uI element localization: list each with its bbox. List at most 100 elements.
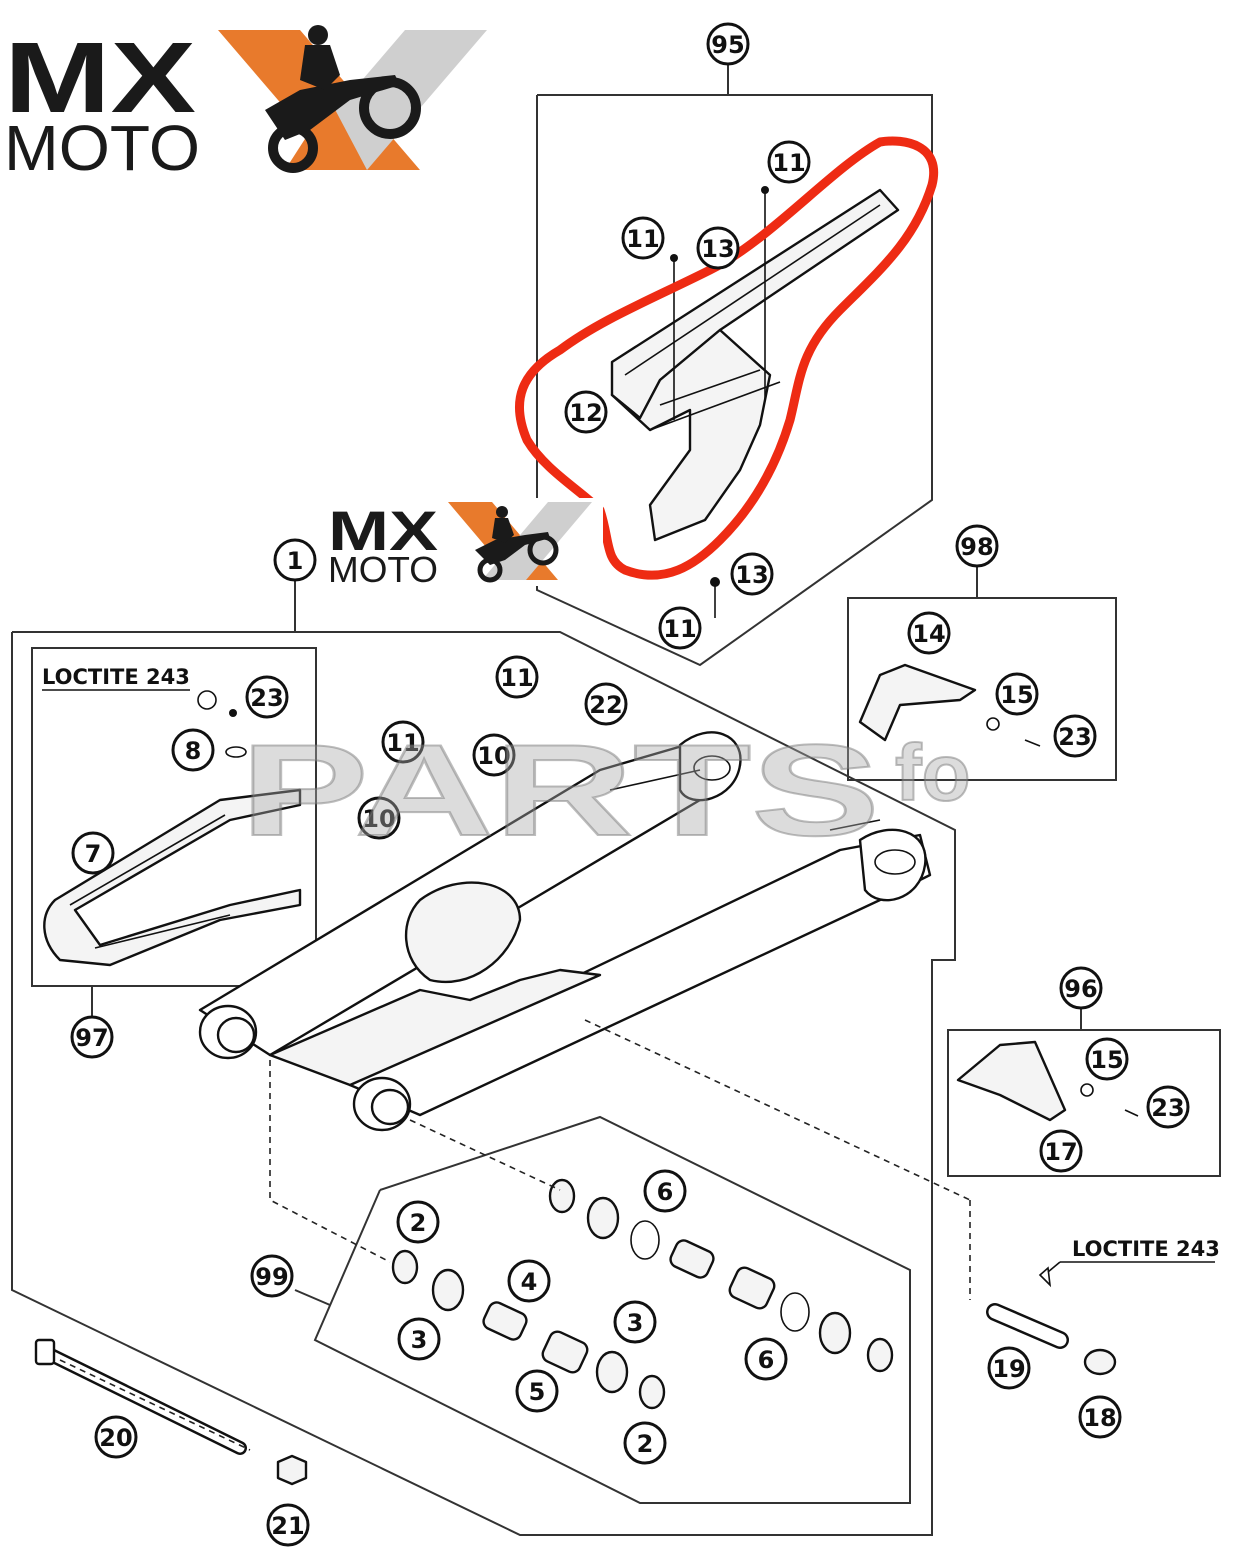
svg-text:12: 12: [569, 399, 602, 427]
svg-text:6: 6: [657, 1178, 674, 1206]
callout-23: 23: [245, 675, 289, 719]
motocross-rider-icon: [475, 506, 559, 583]
loctite-note-left: LOCTITE 243: [42, 665, 190, 689]
mx-moto-logo-top: MX MOTO: [0, 20, 498, 184]
svg-text:20: 20: [99, 1424, 132, 1452]
callout-97: 97: [70, 1015, 114, 1059]
callout-15: 15: [995, 672, 1039, 716]
svg-text:98: 98: [960, 533, 993, 561]
svg-text:23: 23: [250, 684, 283, 712]
mx-moto-logo-center: MX MOTO: [325, 498, 603, 590]
pivot-axle-part: [34, 1338, 247, 1455]
callout-3: 3: [397, 1317, 441, 1361]
callout-11: 11: [495, 655, 539, 699]
nut-part: [276, 1454, 308, 1486]
callout-99: 99: [250, 1254, 294, 1298]
svg-text:14: 14: [912, 620, 945, 648]
callout-19: 19: [987, 1346, 1031, 1390]
frame-96: [947, 1029, 1221, 1177]
callout-10: 10: [472, 733, 516, 777]
svg-text:13: 13: [735, 561, 768, 589]
watermark: PARTS fo: [239, 716, 972, 864]
svg-text:15: 15: [1000, 681, 1033, 709]
svg-text:PARTS: PARTS: [240, 717, 880, 863]
svg-text:10: 10: [477, 742, 510, 770]
callout-2: 2: [396, 1200, 440, 1244]
svg-text:MOTO: MOTO: [328, 549, 438, 590]
svg-text:MX: MX: [4, 22, 196, 134]
chain-slider-part: [43, 788, 302, 967]
svg-text:1: 1: [287, 547, 304, 575]
svg-text:MX: MX: [328, 499, 438, 562]
callout-96: 96: [1059, 966, 1103, 1010]
callout-98: 98: [955, 524, 999, 568]
callout-4: 4: [507, 1259, 551, 1303]
swingarm-part: [198, 731, 932, 1132]
svg-text:18: 18: [1083, 1404, 1116, 1432]
svg-text:11: 11: [500, 664, 533, 692]
callout-11: 11: [621, 216, 665, 260]
svg-text:19: 19: [992, 1355, 1025, 1383]
svg-text:21: 21: [271, 1512, 304, 1540]
svg-text:6: 6: [758, 1346, 775, 1374]
svg-text:5: 5: [529, 1378, 546, 1406]
svg-text:97: 97: [75, 1024, 108, 1052]
frame-1: [11, 631, 956, 1536]
svg-text:11: 11: [386, 729, 419, 757]
callout-2: 2: [623, 1421, 667, 1465]
callout-17: 17: [1039, 1129, 1083, 1173]
svg-text:8: 8: [185, 737, 202, 765]
svg-text:15: 15: [1090, 1046, 1123, 1074]
frame-98: [847, 597, 1117, 781]
svg-text:13: 13: [701, 235, 734, 263]
motocross-rider-icon: [265, 25, 421, 173]
svg-text:7: 7: [85, 840, 102, 868]
callout-22: 22: [584, 682, 628, 726]
svg-text:23: 23: [1151, 1094, 1184, 1122]
svg-text:MOTO: MOTO: [4, 112, 200, 184]
slide-guide-14-part: [858, 663, 977, 742]
callout-11: 11: [767, 140, 811, 184]
callout-23: 23: [1146, 1085, 1190, 1129]
svg-text:22: 22: [589, 691, 622, 719]
callout-1: 1: [273, 538, 317, 582]
svg-text:96: 96: [1064, 975, 1097, 1003]
callout-14: 14: [907, 611, 951, 655]
callout-8: 8: [171, 728, 215, 772]
svg-text:23: 23: [1058, 723, 1091, 751]
frame-97: [31, 647, 317, 987]
svg-text:11: 11: [772, 149, 805, 177]
callout-12: 12: [564, 390, 608, 434]
frame-99: [313, 1115, 911, 1504]
svg-text:fo: fo: [895, 728, 971, 817]
svg-text:11: 11: [626, 225, 659, 253]
callout-18: 18: [1078, 1395, 1122, 1439]
pin-part: [986, 1303, 1069, 1349]
callout-21: 21: [266, 1503, 310, 1547]
callout-10: 10: [357, 796, 401, 840]
slide-guide-17-part: [956, 1040, 1067, 1122]
part-12-highlight: [515, 136, 939, 580]
callout-15: 15: [1085, 1037, 1129, 1081]
callout-3: 3: [613, 1300, 657, 1344]
svg-text:4: 4: [521, 1268, 538, 1296]
callout-5: 5: [515, 1369, 559, 1413]
loctite-note-right: LOCTITE 243: [1072, 1237, 1220, 1261]
callout-20: 20: [94, 1415, 138, 1459]
callout-7: 7: [71, 831, 115, 875]
svg-text:3: 3: [411, 1326, 428, 1354]
svg-text:17: 17: [1044, 1138, 1077, 1166]
svg-text:99: 99: [255, 1263, 288, 1291]
bearing-set-part: [391, 1178, 894, 1410]
svg-text:2: 2: [410, 1209, 427, 1237]
callout-11: 11: [658, 606, 702, 650]
svg-text:11: 11: [663, 615, 696, 643]
callout-11: 11: [381, 720, 425, 764]
svg-text:3: 3: [627, 1309, 644, 1337]
callout-13: 13: [730, 552, 774, 596]
svg-text:10: 10: [362, 805, 395, 833]
callout-95: 95: [706, 22, 750, 66]
svg-text:2: 2: [637, 1430, 654, 1458]
